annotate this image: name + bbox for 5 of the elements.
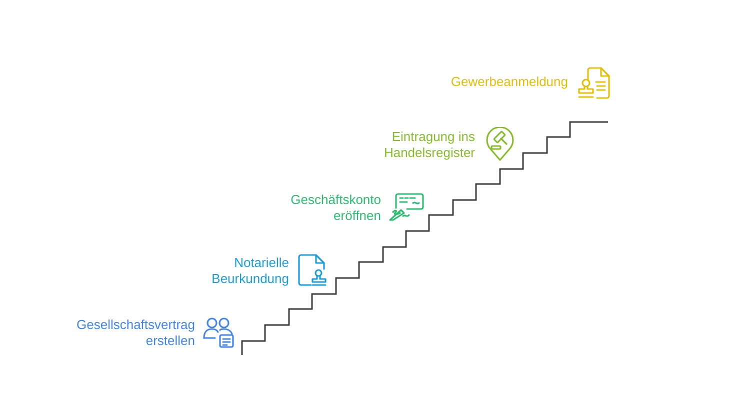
step-label: Notarielle Beurkundung xyxy=(210,255,289,287)
step-label: Geschäftskonto eröffnen xyxy=(290,192,381,224)
step-label: Gewerbeanmeldung xyxy=(450,74,568,90)
step-label: Gesellschaftsvertrag erstellen xyxy=(76,317,195,349)
step-label: Eintragung ins Handelsregister xyxy=(382,129,475,161)
